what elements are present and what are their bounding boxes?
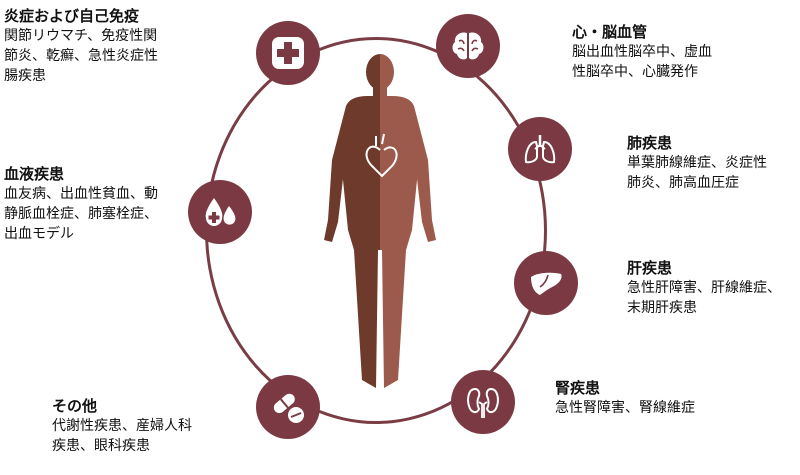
kidney-block: 腎疾患 急性腎障害、腎線維症: [555, 378, 695, 418]
pills-icon: [273, 393, 304, 423]
blood-drops-icon: [205, 198, 236, 226]
other-line-1: 代謝性疾患、産婦人科: [52, 418, 192, 434]
inflammation-line-3: 腸疾患: [4, 68, 46, 84]
blood-line-3: 出血モデル: [4, 226, 74, 242]
medical-cross-icon: [272, 37, 304, 69]
blood-title: 血液疾患: [4, 165, 65, 183]
liver-title: 肝疾患: [627, 259, 673, 277]
lung-block: 肺疾患 単葉肺線維症、炎症性 肺炎、肺高血圧症: [627, 133, 767, 193]
blood-line-1: 血友病、出血性貧血、動: [4, 186, 158, 202]
inflammation-line-1: 関節リウマチ、免疫性関: [4, 28, 158, 44]
cardio-line-1: 脳出血性脳卒中、虚血: [572, 44, 712, 60]
liver-line-2: 末期肝疾患: [627, 300, 697, 316]
kidney-icon-circle: [451, 370, 515, 434]
other-line-2: 疾患、眼科疾患: [52, 438, 150, 454]
other-block: その他 代謝性疾患、産婦人科 疾患、眼科疾患: [52, 396, 192, 456]
inflammation-block: 炎症および自己免疫 関節リウマチ、免疫性関 節炎、乾癬、急性炎症性 腸疾患: [4, 6, 158, 86]
lung-line-2: 肺炎、肺高血圧症: [627, 175, 739, 191]
brain-icon: [452, 32, 484, 60]
kidneys-icon: [467, 387, 499, 418]
cardio-icon-circle: [436, 14, 500, 78]
other-title: その他: [52, 397, 98, 415]
blood-icon-circle: [188, 180, 252, 244]
cardio-title: 心・脳血管: [572, 23, 648, 41]
cardio-block: 心・脳血管 脳出血性脳卒中、虚血 性脳卒中、心臓発作: [572, 22, 712, 82]
liver-block: 肝疾患 急性肝障害、肝線維症、 末期肝疾患: [627, 258, 781, 318]
kidney-line-1: 急性腎障害、腎線維症: [555, 400, 695, 416]
inflammation-title: 炎症および自己免疫: [4, 7, 140, 25]
cardio-line-2: 性脳卒中、心臓発作: [572, 64, 698, 80]
inflammation-line-2: 節炎、乾癬、急性炎症性: [4, 48, 158, 64]
kidney-title: 腎疾患: [555, 379, 601, 397]
liver-icon-circle: [514, 251, 578, 315]
lungs-icon: [524, 135, 556, 164]
human-body-figure: [324, 54, 436, 388]
heart-icon: [365, 133, 398, 178]
lung-line-1: 単葉肺線維症、炎症性: [627, 155, 767, 171]
liver-line-1: 急性肝障害、肝線維症、: [627, 280, 781, 296]
lung-title: 肺疾患: [627, 134, 673, 152]
inflammation-icon-circle: [256, 21, 320, 85]
liver-icon: [531, 272, 562, 295]
blood-block: 血液疾患 血友病、出血性貧血、動 静脈血栓症、肺塞栓症、 出血モデル: [4, 164, 158, 244]
other-icon-circle: [256, 375, 320, 439]
lung-icon-circle: [508, 117, 572, 181]
blood-line-2: 静脈血栓症、肺塞栓症、: [4, 206, 158, 222]
